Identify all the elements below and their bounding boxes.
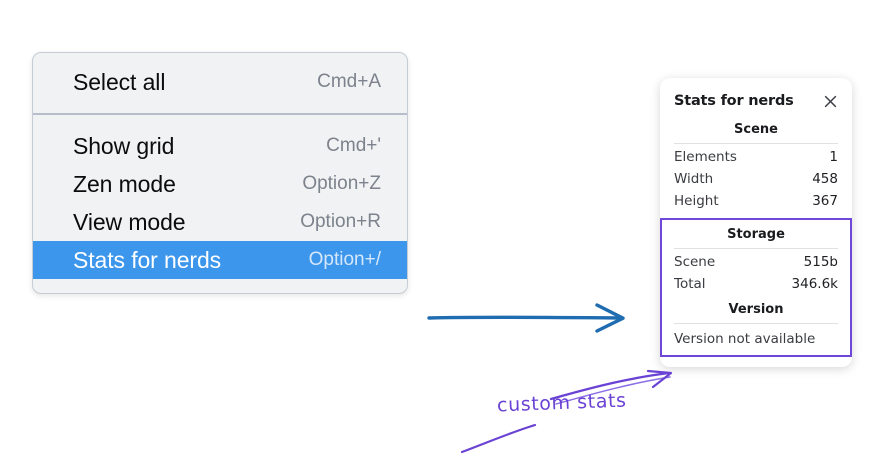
stat-value: 1 xyxy=(829,149,838,165)
stats-for-nerds-panel: Stats for nerds Scene Elements 1 Width 4… xyxy=(660,78,852,367)
storage-heading: Storage xyxy=(727,227,785,242)
menu-item-label: View mode xyxy=(73,208,186,235)
menu-item-show-grid[interactable]: Show grid Cmd+' xyxy=(33,127,407,165)
stat-row: Total 346.6k xyxy=(674,273,838,295)
scene-heading: Scene xyxy=(734,122,778,137)
version-note: Version not available xyxy=(674,331,816,347)
menu-item-select-all[interactable]: Select all Cmd+A xyxy=(33,63,407,101)
menu-item-shortcut: Cmd+' xyxy=(326,135,381,156)
menu-item-label: Select all xyxy=(73,68,166,95)
stat-value: 346.6k xyxy=(791,276,838,292)
menu-item-shortcut: Cmd+A xyxy=(317,71,381,92)
custom-stats-annotation-label: custom stats xyxy=(496,389,627,417)
version-heading: Version xyxy=(728,302,784,317)
stat-value: 367 xyxy=(812,193,838,209)
menu-item-shortcut: Option+/ xyxy=(308,249,381,270)
stat-label: Scene xyxy=(674,254,716,270)
menu-bottom-padding xyxy=(33,279,407,293)
menu-item-shortcut: Option+Z xyxy=(302,173,381,194)
panel-header: Stats for nerds xyxy=(660,90,852,112)
version-section: Version Version not available xyxy=(674,295,838,349)
stat-row: Elements 1 xyxy=(674,146,838,168)
context-menu[interactable]: Select all Cmd+A Show grid Cmd+' Zen mod… xyxy=(32,52,408,294)
scene-section: Scene Elements 1 Width 458 Height 367 xyxy=(660,112,852,212)
storage-section: Storage Scene 515b Total 346.6k xyxy=(674,220,838,295)
menu-item-label: Show grid xyxy=(73,132,175,159)
menu-item-zen-mode[interactable]: Zen mode Option+Z xyxy=(33,165,407,203)
stat-row: Scene 515b xyxy=(674,251,838,273)
custom-stats-highlight-box: Storage Scene 515b Total 346.6k Version … xyxy=(660,218,852,357)
stat-label: Height xyxy=(674,193,719,209)
stat-value: 458 xyxy=(812,171,838,187)
menu-item-label: Zen mode xyxy=(73,170,176,197)
menu-item-stats-for-nerds[interactable]: Stats for nerds Option+/ xyxy=(33,241,407,279)
storage-divider xyxy=(674,248,838,249)
menu-group-1: Select all Cmd+A xyxy=(33,53,407,115)
handwriting-underline-stroke xyxy=(460,423,537,454)
version-divider xyxy=(674,323,838,324)
panel-title: Stats for nerds xyxy=(674,93,794,109)
menu-item-label: Stats for nerds xyxy=(73,246,222,273)
stat-label: Total xyxy=(674,276,706,292)
stat-row: Width 458 xyxy=(674,168,838,190)
close-icon[interactable] xyxy=(822,93,839,110)
stat-row: Height 367 xyxy=(674,190,838,212)
menu-to-panel-arrow xyxy=(427,303,625,333)
stat-label: Width xyxy=(674,171,714,187)
stat-value: 515b xyxy=(803,254,838,270)
scene-divider xyxy=(674,143,838,144)
menu-item-view-mode[interactable]: View mode Option+R xyxy=(33,203,407,241)
stat-label: Elements xyxy=(674,149,737,165)
menu-item-shortcut: Option+R xyxy=(300,211,381,232)
menu-group-2: Show grid Cmd+' Zen mode Option+Z View m… xyxy=(33,115,407,293)
